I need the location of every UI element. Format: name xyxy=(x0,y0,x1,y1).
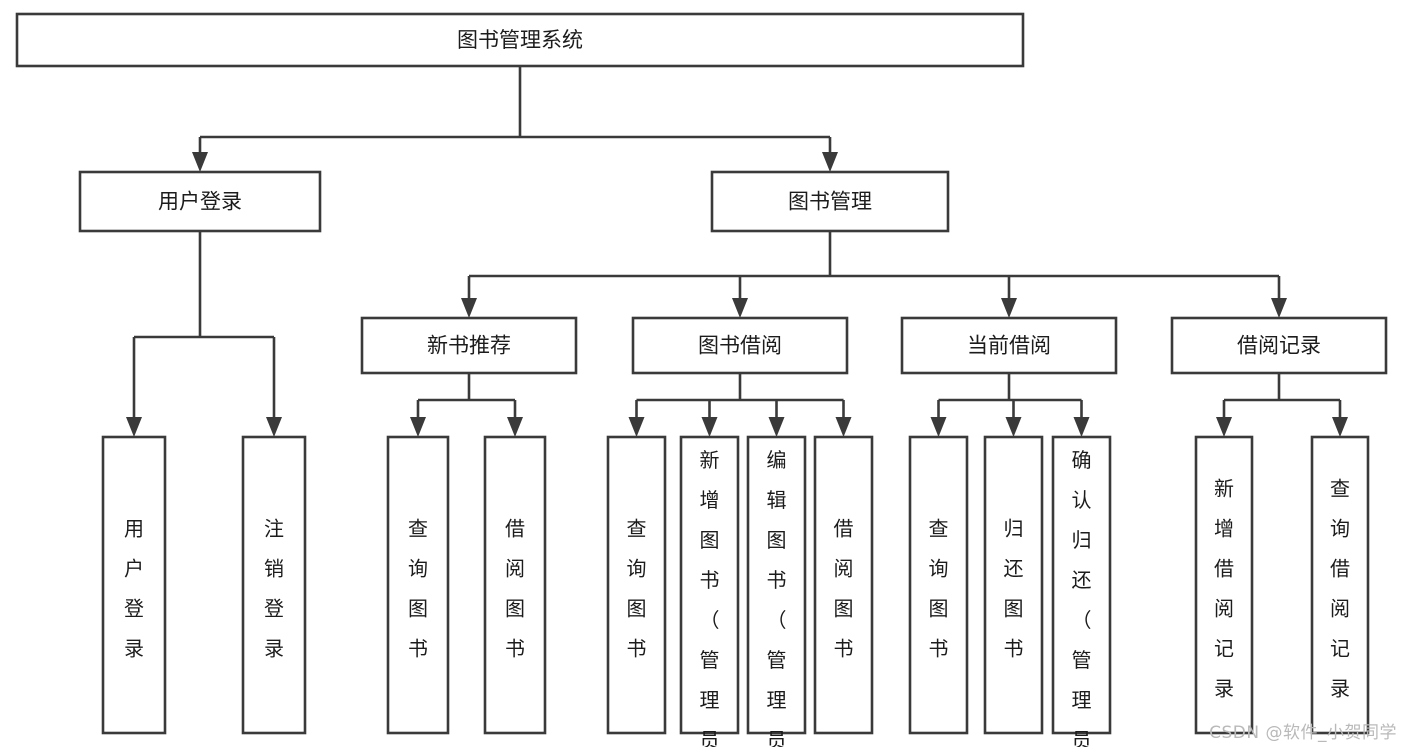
node-label-current-borrow: 当前借阅 xyxy=(967,334,1051,358)
node-leaf-return-book[interactable]: 归还图书 xyxy=(983,435,1044,735)
node-user-login[interactable]: 用户登录 xyxy=(78,170,322,233)
arrow-head-icon-book-borrow-0 xyxy=(628,417,645,437)
arrow-head-icon-book-borrow-2 xyxy=(768,417,785,437)
node-leaf-edit-book[interactable]: 编辑图书（管理员） xyxy=(746,435,807,747)
node-label-book-borrow: 图书借阅 xyxy=(698,334,782,358)
node-label-leaf-query-book-1: 查询图书 xyxy=(408,516,428,660)
node-leaf-borrow-book-1[interactable]: 借阅图书 xyxy=(483,435,547,735)
arrow-head-icon-bookmanage-0 xyxy=(461,298,477,318)
node-leaf-query-borrow-record[interactable]: 查询借阅记录 xyxy=(1310,435,1370,735)
node-box-leaf-confirm-return xyxy=(1051,435,1112,735)
node-box-leaf-add-borrow-record xyxy=(1194,435,1254,735)
node-label-book-manage: 图书管理 xyxy=(788,190,872,214)
node-box-leaf-query-book-3 xyxy=(908,435,969,735)
arrow-head-icon-new-book-recommend-0 xyxy=(410,417,426,437)
arrow-head-icon-borrow-record-1 xyxy=(1332,417,1348,437)
node-box-book-borrow xyxy=(631,316,849,375)
node-label-user-login: 用户登录 xyxy=(158,190,242,214)
node-label-leaf-confirm-return: 确认归还（管理员） xyxy=(1072,448,1092,747)
node-leaf-user-logout[interactable]: 注销登录 xyxy=(241,435,307,735)
node-box-leaf-borrow-book-1 xyxy=(483,435,547,735)
node-borrow-record[interactable]: 借阅记录 xyxy=(1170,316,1388,375)
node-box-current-borrow xyxy=(900,316,1118,375)
arrow-head-icon-bookmanage-1 xyxy=(732,298,748,318)
node-leaf-query-book-1[interactable]: 查询图书 xyxy=(386,435,450,735)
arrow-head-icon-root-1 xyxy=(822,152,838,172)
node-box-undefined xyxy=(15,12,1025,68)
node-box-leaf-query-book-1 xyxy=(386,435,450,735)
node-box-book-manage xyxy=(710,170,950,233)
node-box-borrow-record xyxy=(1170,316,1388,375)
node-label-leaf-return-book: 归还图书 xyxy=(1004,516,1024,660)
node-label-leaf-edit-book: 编辑图书（管理员） xyxy=(767,448,787,747)
node-label-leaf-borrow-book-2: 借阅图书 xyxy=(834,516,854,660)
node-label-leaf-user-login: 用户登录 xyxy=(124,516,144,660)
node-box-leaf-add-book xyxy=(679,435,740,735)
node-book-manage[interactable]: 图书管理 xyxy=(710,170,950,233)
node-leaf-query-book-2[interactable]: 查询图书 xyxy=(606,435,667,735)
node-label-leaf-query-book-3: 查询图书 xyxy=(929,516,949,660)
node-leaf-borrow-book-2[interactable]: 借阅图书 xyxy=(813,435,874,735)
nodes-layer: 图书管理系统用户登录图书管理新书推荐图书借阅当前借阅借阅记录用户登录注销登录查询… xyxy=(15,12,1388,747)
node-leaf-add-book[interactable]: 新增图书（管理员） xyxy=(679,435,740,747)
arrow-head-icon-userlogin-1 xyxy=(266,417,282,437)
node-leaf-query-book-3[interactable]: 查询图书 xyxy=(908,435,969,735)
node-label-new-book-recommend: 新书推荐 xyxy=(427,334,511,358)
node-box-leaf-borrow-book-2 xyxy=(813,435,874,735)
arrow-head-icon-new-book-recommend-1 xyxy=(507,417,523,437)
arrow-head-icon-current-borrow-2 xyxy=(1073,417,1090,437)
node-label-leaf-query-borrow-record: 查询借阅记录 xyxy=(1330,476,1350,700)
arrow-head-icon-bookmanage-2 xyxy=(1001,298,1017,318)
node-box-leaf-edit-book xyxy=(746,435,807,735)
node-label-leaf-add-book: 新增图书（管理员） xyxy=(700,448,720,747)
node-label-borrow-record: 借阅记录 xyxy=(1237,334,1321,358)
arrow-head-icon-book-borrow-3 xyxy=(835,417,852,437)
node-leaf-user-login[interactable]: 用户登录 xyxy=(101,435,167,735)
node-box-new-book-recommend xyxy=(360,316,578,375)
node-undefined[interactable]: 图书管理系统 xyxy=(15,12,1025,68)
arrow-head-icon-bookmanage-3 xyxy=(1271,298,1287,318)
arrow-head-icon-root-0 xyxy=(192,152,208,172)
arrow-head-icon-current-borrow-0 xyxy=(930,417,947,437)
node-leaf-confirm-return[interactable]: 确认归还（管理员） xyxy=(1051,435,1112,747)
node-new-book-recommend[interactable]: 新书推荐 xyxy=(360,316,578,375)
connectors-layer xyxy=(126,66,1348,437)
node-label-leaf-borrow-book-1: 借阅图书 xyxy=(505,516,525,660)
node-box-user-login xyxy=(78,170,322,233)
arrow-head-icon-userlogin-0 xyxy=(126,417,142,437)
node-label-leaf-add-borrow-record: 新增借阅记录 xyxy=(1214,476,1234,700)
node-box-leaf-query-borrow-record xyxy=(1310,435,1370,735)
node-box-leaf-return-book xyxy=(983,435,1044,735)
node-label-undefined: 图书管理系统 xyxy=(457,28,583,52)
arrow-head-icon-current-borrow-1 xyxy=(1005,417,1022,437)
node-label-leaf-user-logout: 注销登录 xyxy=(264,516,284,660)
node-box-leaf-user-login xyxy=(101,435,167,735)
node-box-leaf-query-book-2 xyxy=(606,435,667,735)
arrow-head-icon-book-borrow-1 xyxy=(701,417,718,437)
node-leaf-add-borrow-record[interactable]: 新增借阅记录 xyxy=(1194,435,1254,735)
node-current-borrow[interactable]: 当前借阅 xyxy=(900,316,1118,375)
node-box-leaf-user-logout xyxy=(241,435,307,735)
node-label-leaf-query-book-2: 查询图书 xyxy=(627,516,647,660)
node-book-borrow[interactable]: 图书借阅 xyxy=(631,316,849,375)
arrow-head-icon-borrow-record-0 xyxy=(1216,417,1232,437)
